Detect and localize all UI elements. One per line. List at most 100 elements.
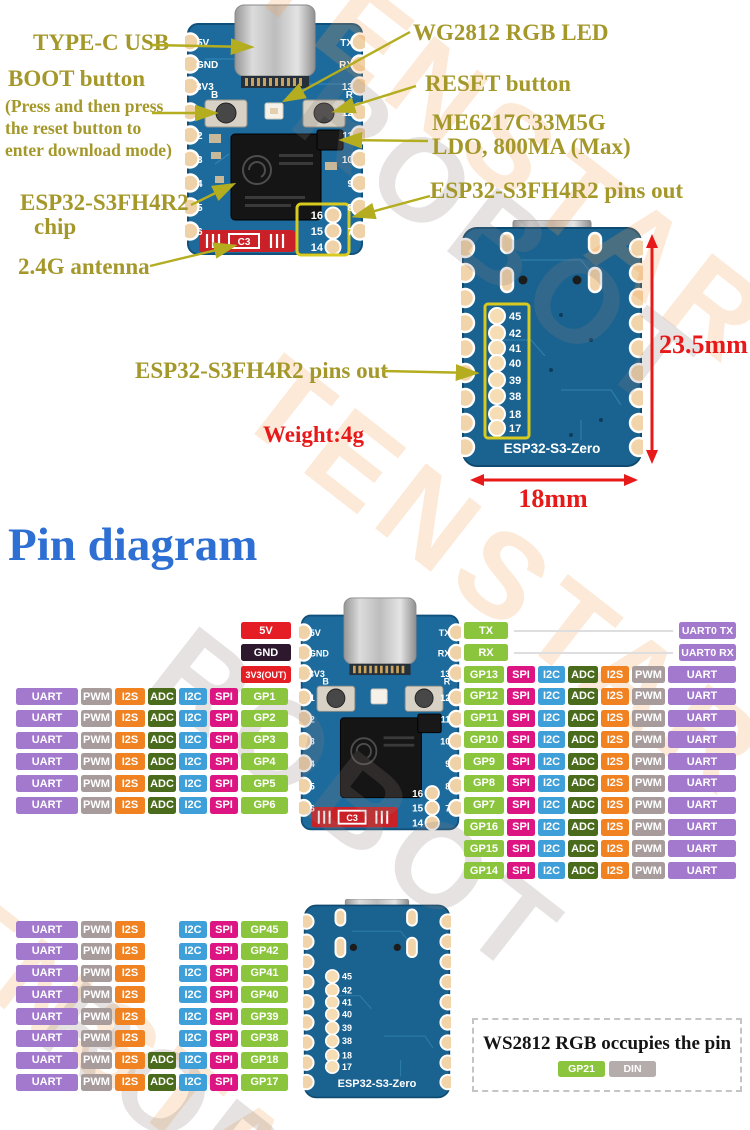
pin-pill-i2s: I2S [115,942,145,960]
callout-pins-out-left: ESP32-S3FH4R2 pins out [135,358,389,383]
callout-antenna: 2.4G antenna [18,254,150,279]
pin-pill-i2s: I2S [115,753,145,771]
pin-pill-adc: ADC [568,840,598,858]
uart0-rx-row: RX UART0 RX [464,644,736,661]
callout-pins-out-right: ESP32-S3FH4R2 pins out [430,178,684,203]
pin-pill-adc: ADC [568,796,598,814]
pin-pill-uart: UART [668,687,736,705]
pin-pill-spi: SPI [507,666,535,683]
pin-pill-i2s: I2S [115,796,145,814]
pin-pill-i2c: I2C [179,1051,207,1069]
pin-pill-pwm: PWM [81,942,112,960]
svg-text:42: 42 [509,328,521,340]
svg-text:1: 1 [310,693,315,703]
svg-text:B: B [211,90,218,101]
pin-pill-spi: SPI [210,964,238,982]
pin-pill-adc: ADC [568,753,598,771]
svg-text:5: 5 [310,781,315,791]
bottom-board-back: 45 42 41 40 39 38 18 17 ESP32-S3-Zero [303,899,451,1099]
pin-pill-pwm: PWM [632,687,665,705]
ldo-part [316,129,344,151]
pin-pill-spi: SPI [507,774,535,792]
pin-pill-i2c: I2C [179,1008,207,1026]
svg-text:40: 40 [509,358,521,370]
svg-text:45: 45 [509,311,521,323]
callout-ldo-2: LDO, 800MA (Max) [432,134,631,159]
pin-pill-i2s: I2S [601,709,629,727]
svg-text:38: 38 [342,1036,352,1046]
svg-text:8: 8 [347,203,353,214]
svg-text:3: 3 [197,155,203,166]
pin-pill-pwm: PWM [81,688,112,705]
svg-text:17: 17 [509,423,521,435]
pin-pill-spacer [148,943,176,960]
pin-pill-spi: SPI [210,1051,238,1069]
pin-pill-3v3: 3V3(OUT) [241,666,291,683]
pins-highlight-box [483,302,531,440]
pin-pill-uart: UART [668,709,736,727]
pin-pill-spi: SPI [210,921,238,938]
connector-line [514,651,673,654]
pin-pill-uart: UART [16,921,78,938]
svg-text:41: 41 [342,997,352,1007]
callout-type-c: TYPE-C USB [33,30,170,55]
svg-text:11: 11 [441,714,451,724]
pin-pill-i2c: I2C [179,964,207,982]
note-pills: GP21 DIN [558,1061,656,1077]
pin-pill-pwm: PWM [81,1029,112,1047]
pin-pill-adc: ADC [568,862,598,880]
svg-text:5: 5 [197,203,203,214]
connector-line [514,629,673,632]
pin-pill-gp42: GP42 [241,942,288,960]
pin-pill-i2c: I2C [179,986,207,1004]
pin-pill-gp5: GP5 [241,775,288,793]
pin-pill-spi: SPI [507,796,535,814]
pin-pill-uart: UART [668,753,736,771]
svg-text:GND: GND [309,648,329,658]
reset-button-part [302,99,346,128]
pin-pill-uart: UART [16,1051,78,1069]
pin-pill-adc: ADC [148,775,176,793]
callout-reset: RESET button [425,71,571,96]
pin-pill-i2c: I2C [538,666,565,683]
board-back-photo: 45 42 41 40 39 38 18 17 ESP32-S3-Zero [461,220,643,467]
weight-label: Weight:4g [263,422,364,447]
callout-chip-2: chip [34,214,77,239]
pin-pill-spi: SPI [210,731,238,749]
pin-pill-i2s: I2S [601,666,629,683]
pin-pill-uart: UART [16,709,78,727]
svg-text:6: 6 [197,227,203,238]
antenna-part: C3 [199,230,295,252]
pin-pill-gnd: GND [241,644,291,661]
pin-pill-i2c: I2C [538,862,565,880]
pin-pill-5v: 5V [241,622,291,639]
svg-text:41: 41 [509,343,521,355]
pin-pill-gp7: GP7 [464,796,504,814]
svg-text:10: 10 [440,737,450,747]
svg-text:9: 9 [445,759,450,769]
boot-button-part [204,99,248,128]
usb-c-connector [234,4,316,77]
pin-pill-pwm: PWM [81,796,112,814]
pin-pill-uart0-tx: UART0 TX [679,622,736,639]
pin-pill-gp18: GP18 [241,1051,288,1069]
pin-pill-i2c: I2C [538,840,565,858]
svg-text:13: 13 [440,669,450,679]
pin-pill-i2s: I2S [601,687,629,705]
pin-pill-gp6: GP6 [241,796,288,814]
callout-rgb-led: WG2812 RGB LED [413,20,609,45]
pin-pill-gp45: GP45 [241,921,288,938]
callout-boot: BOOT button [8,66,145,91]
pin-pill-gp38: GP38 [241,1029,288,1047]
pin-pill-uart: UART [16,1073,78,1091]
